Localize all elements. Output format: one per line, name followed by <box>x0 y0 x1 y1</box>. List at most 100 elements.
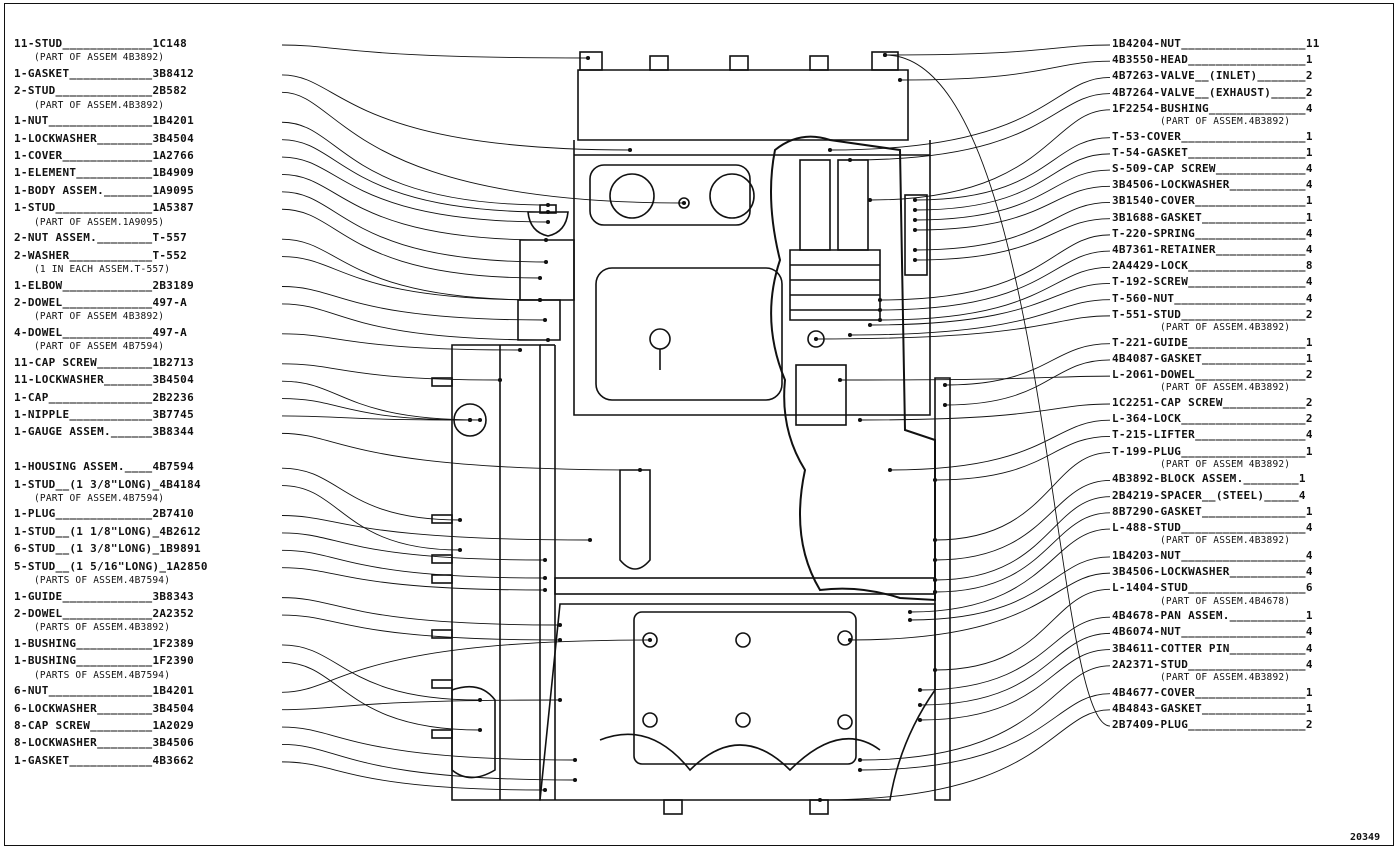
left-leader-arrow <box>542 317 548 323</box>
right-leader-arrow <box>813 336 819 342</box>
left-leader-arrow <box>545 219 551 225</box>
left-leader-line <box>281 91 685 204</box>
left-leader-line <box>281 744 576 781</box>
left-part-label: 1-BUSHING___________1F2390 <box>14 654 194 668</box>
left-leader-arrow <box>647 637 653 643</box>
right-leader-arrow <box>912 227 918 233</box>
left-part-label: (PARTS OF ASSEM.4B7594) <box>34 669 171 681</box>
pan-stud-3 <box>837 630 853 646</box>
left-part-label: 1-NUT_______________1B4201 <box>14 114 194 128</box>
right-leader-line <box>849 299 1111 336</box>
right-leader-line <box>934 452 1111 541</box>
right-leader-line <box>879 250 1111 311</box>
left-leader-line <box>281 639 651 693</box>
right-leader-line <box>914 153 1111 211</box>
left-part-label: 2-DOWEL_____________2A2352 <box>14 607 194 621</box>
left-part-label: 8-LOCKWASHER________3B4506 <box>14 736 194 750</box>
pan-cover <box>633 611 857 765</box>
right-part-label: 4B3550-HEAD_________________1 <box>1112 53 1313 67</box>
right-leader-line <box>899 60 1111 81</box>
left-part-label: 1-GUIDE_____________3B8343 <box>14 589 194 603</box>
left-leader-arrow <box>543 237 549 243</box>
right-leader-line <box>879 266 1111 321</box>
right-leader-arrow <box>847 332 853 338</box>
left-part-label: 1-LOCKWASHER________3B4504 <box>14 131 194 145</box>
port-1 <box>609 173 655 219</box>
left-leader-arrow <box>545 202 551 208</box>
left-part-label: 1-GASKET____________3B8412 <box>14 66 194 80</box>
valve-cage-2 <box>837 159 869 251</box>
right-part-label: T-221-GUIDE_________________1 <box>1112 335 1313 349</box>
right-part-label: 4B7361-RETAINER_____________4 <box>1112 243 1313 257</box>
right-part-label: T-53-COVER__________________1 <box>1112 129 1313 143</box>
left-leader-arrow <box>681 200 687 206</box>
left-part-label: (PART OF ASSEM.4B3892) <box>34 99 165 111</box>
left-leader-line <box>281 156 549 223</box>
right-leader-line <box>944 343 1111 386</box>
right-part-label: 3B1540-COVER________________1 <box>1112 194 1313 208</box>
breather-elbow <box>517 299 561 341</box>
right-leader-arrow <box>867 197 873 203</box>
right-part-label: 3B4506-LOCKWASHER___________4 <box>1112 565 1313 579</box>
left-leader-arrow <box>545 209 551 215</box>
right-leader-line <box>914 202 1111 251</box>
right-leader-arrow <box>877 307 883 313</box>
pan-lobes <box>599 733 881 772</box>
right-leader-arrow <box>827 147 833 153</box>
right-leader-line <box>919 632 1111 706</box>
right-leader-line <box>849 572 1111 641</box>
left-leader-line <box>281 303 549 341</box>
left-leader-arrow <box>477 417 483 423</box>
right-leader-arrow <box>857 757 863 763</box>
figure-number: 20349 <box>1350 832 1381 843</box>
left-part-label: 1-GAUGE ASSEM.______3B8344 <box>14 425 194 439</box>
left-leader-arrow <box>627 147 633 153</box>
left-part-label: (PART OF ASSEM 4B3892) <box>34 311 165 323</box>
right-leader-arrow <box>932 589 938 595</box>
right-leader-line <box>869 283 1111 326</box>
left-leader-arrow <box>557 622 563 628</box>
right-leader-line <box>934 480 1111 561</box>
left-leader-arrow <box>537 275 543 281</box>
left-part-label: 1-HOUSING ASSEM.____4B7594 <box>14 460 194 474</box>
left-leader-line <box>281 549 546 579</box>
left-leader-arrow <box>585 55 591 61</box>
right-leader-arrow <box>907 609 913 615</box>
left-part-label: 1-COVER_____________1A2766 <box>14 149 194 163</box>
oil-pan <box>539 603 936 801</box>
left-part-label: 1-ELEMENT___________1B4909 <box>14 166 194 180</box>
left-leader-arrow <box>572 777 578 783</box>
left-leader-line <box>281 614 561 641</box>
crankcase-window <box>595 267 783 401</box>
left-part-label: (PART OF ASSEM 4B7594) <box>34 341 165 353</box>
left-leader-line <box>281 761 546 791</box>
left-part-label: 1-GASKET____________4B3662 <box>14 753 194 767</box>
right-leader-arrow <box>877 317 883 323</box>
left-leader-arrow <box>477 727 483 733</box>
right-leader-arrow <box>817 797 823 803</box>
left-leader-line <box>281 398 471 421</box>
right-part-label: 1C2251-CAP SCREW____________2 <box>1112 395 1313 409</box>
right-leader-arrow <box>917 717 923 723</box>
right-leader-arrow <box>912 257 918 263</box>
right-part-label: 3B4611-COTTER PIN___________4 <box>1112 641 1313 655</box>
right-leader-line <box>859 403 1111 421</box>
right-leader-line <box>869 109 1111 201</box>
right-leader-arrow <box>857 417 863 423</box>
right-part-label: T-220-SPRING________________4 <box>1112 226 1313 240</box>
right-part-label: T-199-PLUG__________________1 <box>1112 444 1313 458</box>
right-leader-arrow <box>877 297 883 303</box>
right-leader-arrow <box>857 767 863 773</box>
head-stud-3 <box>729 55 749 71</box>
left-leader-line <box>281 256 541 301</box>
right-leader-arrow <box>932 577 938 583</box>
right-part-label: 4B4677-COVER________________1 <box>1112 685 1313 699</box>
right-leader-line <box>884 44 1111 56</box>
right-leader-line <box>914 169 1111 221</box>
right-leader-arrow <box>932 537 938 543</box>
left-leader-arrow <box>542 787 548 793</box>
right-leader-line <box>934 435 1111 481</box>
left-part-label: 2-STUD______________2B582 <box>14 84 188 98</box>
right-part-label: 4B7263-VALVE__(INLET)_______2 <box>1112 69 1313 83</box>
